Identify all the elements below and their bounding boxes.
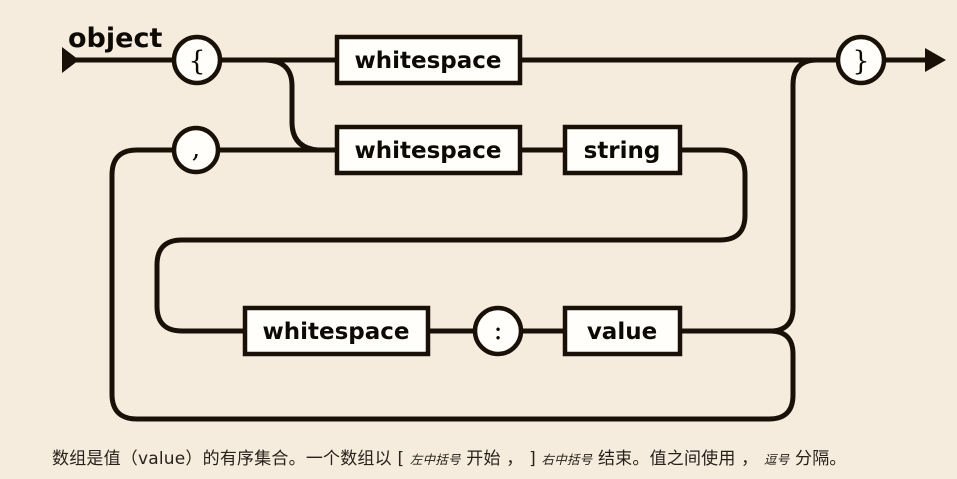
node-string: string	[562, 124, 683, 176]
value-label: value	[587, 319, 657, 345]
rail-descender-to-loop	[768, 328, 796, 422]
caption-part2: 开始 ， ]	[460, 449, 542, 469]
terminal-colon: :	[472, 305, 524, 357]
rail-riser-to-close-brace	[769, 57, 818, 334]
colon-label: :	[493, 315, 502, 346]
whitespace-bottom-box	[242, 305, 431, 357]
rail-branch-open-brace-to-row2	[265, 57, 319, 153]
close-brace-label: }	[852, 46, 869, 77]
terminal-open-brace: {	[171, 34, 223, 86]
whitespace-bottom-label: whitespace	[262, 319, 409, 345]
node-whitespace-mid: whitespace	[334, 124, 523, 176]
whitespace-top-label: whitespace	[354, 48, 501, 74]
caption-left-bracket-term: 左中括号	[409, 452, 461, 467]
close-brace-circle	[835, 34, 887, 86]
diagram-title: object	[68, 23, 162, 54]
value-box	[562, 305, 683, 357]
rail-string-to-whitespace-bottom	[154, 147, 748, 334]
caption-part1: 数组是值（value）的有序集合。一个数组以 [	[52, 449, 410, 469]
caption-part3: 结束。值之间使用 ，	[592, 449, 764, 469]
whitespace-mid-box	[334, 124, 523, 176]
comma-label: ,	[192, 133, 201, 164]
open-brace-circle	[171, 34, 223, 86]
caption-comma-term: 逗号	[763, 452, 790, 467]
end-arrow-icon	[925, 48, 946, 72]
whitespace-mid-label: whitespace	[354, 138, 501, 164]
node-whitespace-top: whitespace	[334, 34, 523, 86]
start-arrow-icon	[62, 47, 79, 73]
whitespace-top-box	[334, 34, 523, 86]
terminal-comma: ,	[171, 125, 221, 175]
comma-circle	[171, 125, 221, 175]
string-label: string	[584, 138, 661, 164]
caption-right-bracket-term: 右中括号	[541, 452, 593, 467]
node-whitespace-bottom: whitespace	[242, 305, 431, 357]
open-brace-label: {	[188, 46, 205, 77]
caption-part4: 分隔。	[789, 449, 847, 469]
node-value: value	[562, 305, 683, 357]
string-box	[562, 124, 683, 176]
colon-circle	[472, 305, 524, 357]
rail-loop-back-to-comma	[109, 147, 769, 422]
terminal-close-brace: }	[835, 34, 887, 86]
caption: 数组是值（value）的有序集合。一个数组以 [ 左中括号 开始 ， ] 右中括…	[52, 444, 932, 469]
